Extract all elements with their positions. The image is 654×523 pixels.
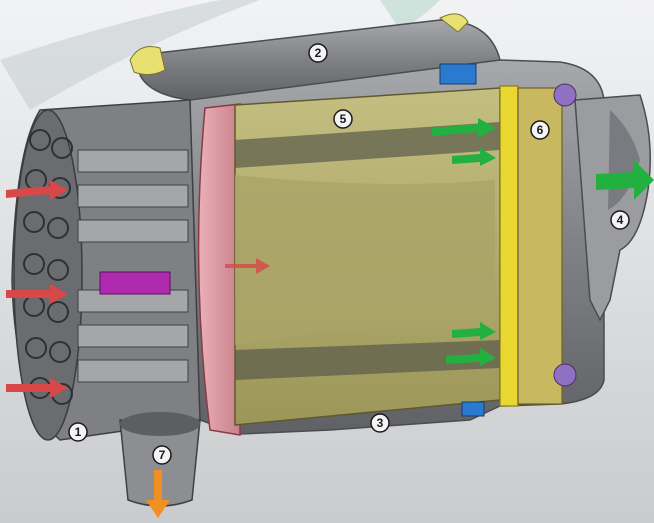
blue-clip-bottom <box>461 401 485 417</box>
arrow-right-icon <box>6 180 68 200</box>
filter-element-band-bottom <box>235 340 500 380</box>
callout-7: 7 <box>152 445 172 465</box>
arrow-right-icon <box>446 348 496 366</box>
blue-clip-top <box>439 63 477 85</box>
arrow-right-icon <box>225 258 270 274</box>
arrow-down-icon <box>146 470 170 518</box>
callout-3: 3 <box>370 413 390 433</box>
intake-arrows <box>6 180 270 398</box>
filter-element-core <box>235 175 495 345</box>
outlet-clip-bottom <box>553 363 577 387</box>
callout-6: 6 <box>530 120 550 140</box>
callout-1: 1 <box>68 422 88 442</box>
outlet-seal-ring <box>499 85 519 407</box>
arrow-right-icon <box>452 148 496 166</box>
callout-label: 2 <box>315 46 322 60</box>
arrow-right-icon <box>6 284 68 304</box>
arrow-right-icon <box>432 118 496 138</box>
callout-label: 4 <box>617 213 624 227</box>
callout-label: 1 <box>75 425 82 439</box>
arrow-right-icon <box>596 160 654 200</box>
background-wireframe <box>0 0 260 110</box>
cyclone-channels <box>77 149 189 383</box>
service-indicator <box>99 271 171 295</box>
callout-2: 2 <box>308 43 328 63</box>
callout-4: 4 <box>610 210 630 230</box>
cyclone-tube-grid <box>23 129 73 405</box>
callout-label: 5 <box>340 112 347 126</box>
callout-label: 6 <box>537 123 544 137</box>
inlet-seal-flange <box>197 103 241 436</box>
callout-5: 5 <box>333 109 353 129</box>
safety-filter-element <box>517 87 563 405</box>
cover-latch-left <box>129 46 166 76</box>
cover-latch-right <box>439 13 469 33</box>
outlet-clip-top <box>553 83 577 107</box>
arrow-right-icon <box>6 378 68 398</box>
drain-tube-opening <box>120 412 200 436</box>
background-wireframe-accent <box>380 0 440 30</box>
callout-label: 7 <box>159 448 166 462</box>
arrow-right-icon <box>452 322 496 340</box>
callout-label: 3 <box>377 416 384 430</box>
outlet-arrows <box>432 118 654 366</box>
